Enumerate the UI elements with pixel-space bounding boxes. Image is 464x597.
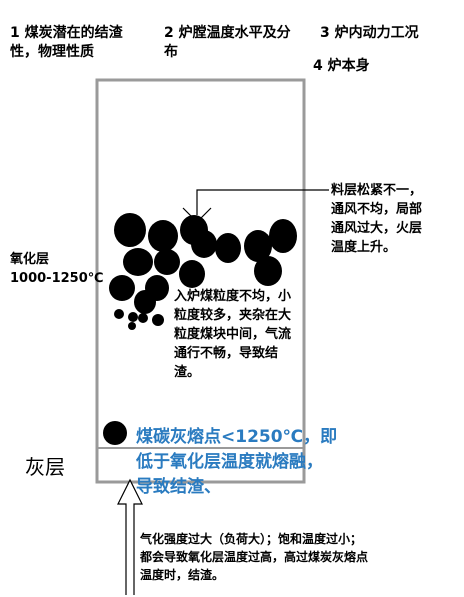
coal-lump — [128, 322, 136, 330]
clinker-lump — [103, 421, 127, 445]
factor-2: 2 炉膛温度水平及分 布 — [164, 25, 291, 60]
factor-3: 3 炉内动力工况 — [320, 25, 419, 41]
coal-lump — [148, 220, 178, 252]
bed-note-pointer — [196, 189, 329, 215]
coal-lump — [191, 230, 217, 258]
coal-lump — [114, 309, 124, 319]
coal-lump — [109, 275, 135, 301]
ash-layer-label: 灰层 — [25, 455, 65, 479]
factor-1: 1 煤炭潜在的结渣 性，物理性质 — [10, 25, 123, 60]
coal-lump — [138, 313, 148, 323]
coal-lump — [134, 290, 156, 314]
coal-lump — [244, 230, 272, 262]
coal-bed — [103, 213, 297, 445]
oxidation-layer-label: 氧化层 1000-1250℃ — [10, 252, 104, 286]
arrow-head-icon — [182, 207, 212, 223]
gasification-note: 气化强度过大（负荷大）；饱和温度过小； 都会导致氧化层温度过高，高过煤炭灰熔点 … — [140, 532, 369, 582]
bed-looseness-note: 料层松紧不一， 通风不均，局部 通风过大，火层 温度上升。 — [331, 183, 423, 255]
coal-lump — [254, 256, 282, 286]
coal-lump — [128, 312, 138, 322]
particle-size-note: 入炉煤粒度不均，小 粒度较多，夹杂在大 粒度煤块中间，气流 通行不畅，导致结 渣… — [174, 289, 292, 380]
coal-lump — [179, 260, 205, 288]
coal-lump — [154, 249, 180, 275]
coal-lump — [152, 314, 164, 326]
furnace-wall — [95, 78, 306, 484]
ash-fusion-note: 煤碳灰熔点<1250℃，即 低于氧化层温度就熔融， 导致结渣、 — [136, 427, 338, 497]
coal-lump — [269, 219, 297, 253]
coal-lump — [123, 248, 153, 276]
air-inflow-arrow-icon — [117, 478, 143, 595]
coal-lump — [114, 213, 146, 247]
coal-lump — [215, 233, 241, 263]
factor-4: 4 炉本身 — [313, 58, 370, 74]
